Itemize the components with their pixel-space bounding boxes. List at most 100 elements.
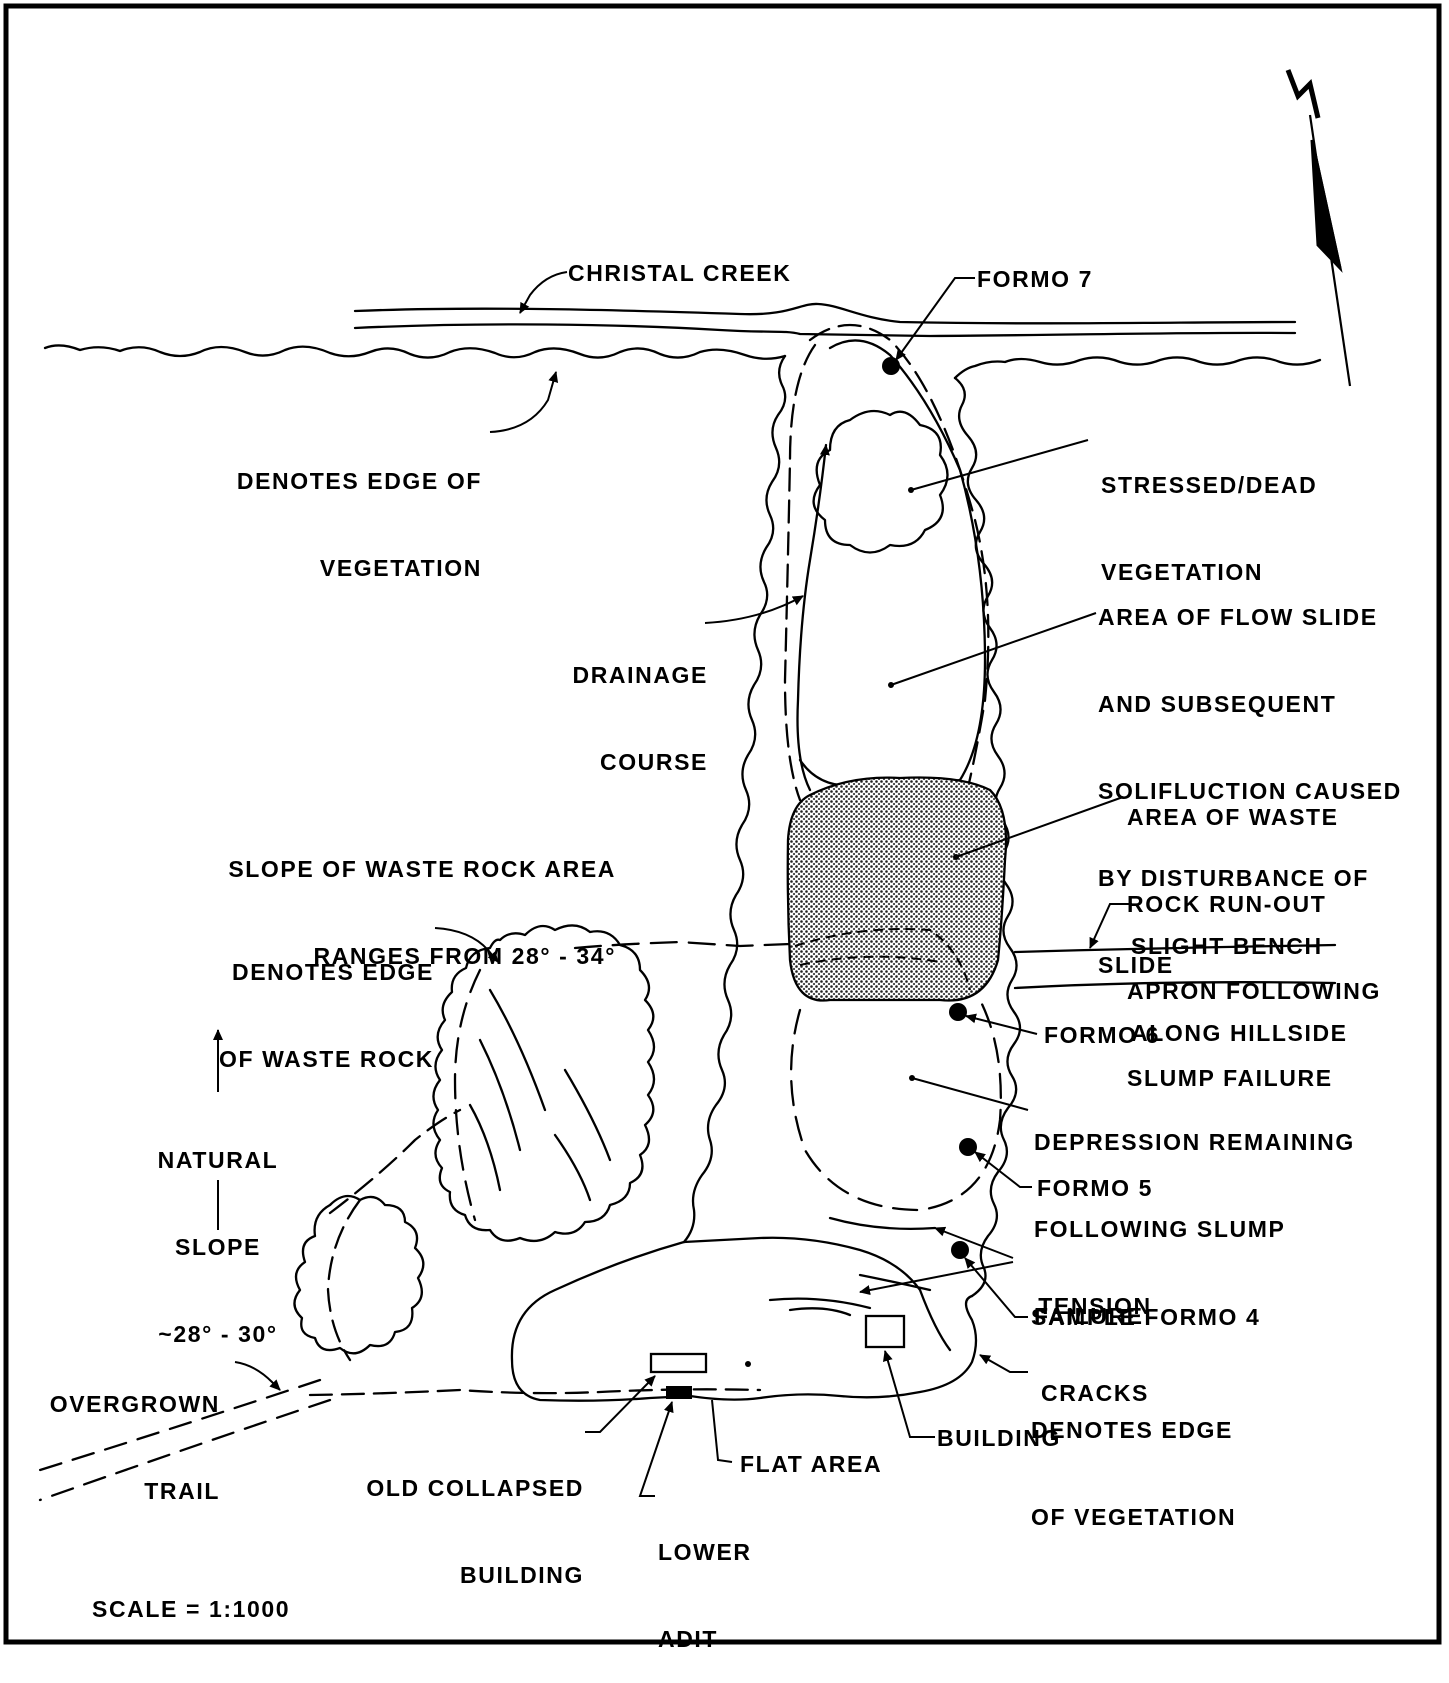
label-line: VEGETATION — [319, 555, 482, 581]
label-line: CRACKS — [1041, 1380, 1149, 1406]
leader-flat-area — [711, 1399, 733, 1463]
formo5-point — [959, 1138, 977, 1156]
disturbed-corridor-left — [682, 354, 787, 1244]
leader-stressed — [910, 439, 1089, 491]
leader-formo6 — [965, 1013, 1038, 1035]
label-flat-area: FLAT AREA — [740, 1451, 883, 1477]
label-line: OLD COLLAPSED — [366, 1475, 584, 1501]
leader-adit — [638, 1401, 674, 1497]
label-line: RANGES FROM 28° - 34° — [313, 943, 616, 969]
label-line: AREA OF WASTE — [1127, 804, 1339, 830]
striation — [468, 1103, 502, 1192]
label-christal-creek: CHRISTAL CREEK — [568, 260, 792, 286]
leader-old-building — [585, 1375, 656, 1433]
label-old-collapsed-building: OLD COLLAPSED BUILDING — [340, 1416, 584, 1619]
overgrown-trail-dashed — [38, 1398, 332, 1502]
label-line: FOLLOWING SLUMP — [1034, 1216, 1286, 1242]
label-line: FAILURE — [1034, 1303, 1144, 1329]
flat-area-outline — [510, 1240, 978, 1402]
label-line: APRON FOLLOWING — [1127, 978, 1381, 1004]
leader-christal-creek — [519, 271, 568, 314]
label-line: DENOTES EDGE — [1031, 1417, 1233, 1443]
leader-waste-edge — [434, 927, 499, 963]
lower-left-lobe-dashed — [326, 1198, 362, 1362]
flow-slide-area — [798, 339, 987, 788]
label-line: AREA OF FLOW SLIDE — [1098, 604, 1378, 630]
label-overgrown-trail: OVERGROWN TRAIL — [30, 1332, 220, 1535]
slide-boundary-dashed-left — [783, 343, 817, 802]
disturbed-corridor-right — [953, 376, 1022, 1298]
label-line: DENOTES EDGE — [232, 959, 434, 985]
overgrown-trail-dashed — [38, 1378, 322, 1472]
leader-formo4 — [964, 1257, 1028, 1318]
label-line: ADIT — [658, 1626, 719, 1652]
lower-left-lobe — [293, 1194, 425, 1355]
label-line: NATURAL — [157, 1147, 279, 1173]
old-collapsed-building — [649, 1352, 708, 1374]
waste-rock-edge-dashed — [573, 940, 792, 950]
label-line: STRESSED/DEAD — [1101, 472, 1318, 498]
stressed-vegetation-area — [812, 409, 949, 554]
label-natural-slope: NATURAL SLOPE ~28° - 30° — [138, 1088, 298, 1378]
label-line: DRAINAGE — [572, 662, 708, 688]
leader-trail — [234, 1361, 281, 1391]
bench-line-lower — [1013, 981, 1337, 990]
leader-drainage — [704, 595, 804, 624]
creek-line-upper — [353, 302, 1297, 325]
label-line: SLOPE — [175, 1234, 261, 1260]
label-vegetation-edge-bottom: DENOTES EDGE OF VEGETATION — [1031, 1358, 1236, 1561]
label-line: SLIGHT BENCH — [1131, 933, 1323, 959]
label-line: BUILDING — [460, 1562, 584, 1588]
label-scale: SCALE = 1:1000 — [92, 1596, 291, 1622]
striation — [563, 1068, 612, 1162]
label-line: SOLIFLUCTION CAUSED — [1098, 778, 1402, 804]
label-line: VEGETATION — [1101, 559, 1264, 585]
flat-area-point — [745, 1361, 751, 1367]
label-line: LOWER — [658, 1539, 752, 1565]
bench-line-upper — [1013, 943, 1337, 954]
formo6-point — [949, 1003, 967, 1021]
tension-crack — [828, 1216, 937, 1231]
label-drainage-course: DRAINAGE COURSE — [540, 603, 708, 806]
leader-building — [882, 1350, 935, 1438]
label-waste-rock-edge: DENOTES EDGE OF WASTE ROCK — [200, 900, 434, 1103]
north-arrow-icon — [1285, 69, 1352, 387]
label-lower-adit: LOWER ADIT — [658, 1480, 752, 1683]
leader-formo5 — [974, 1151, 1032, 1188]
label-depression: DEPRESSION REMAINING FOLLOWING SLUMP FAI… — [1034, 1070, 1355, 1360]
label-tension-cracks: TENSION CRACKS — [1020, 1234, 1170, 1437]
label-line: COURSE — [599, 749, 708, 775]
label-line: SLOPE OF WASTE ROCK AREA — [228, 856, 616, 882]
striation — [478, 1038, 522, 1152]
site-sketch-map — [3, 3, 1442, 1645]
leader-depression — [911, 1077, 1029, 1111]
label-waste-apron: AREA OF WASTE ROCK RUN-OUT APRON FOLLOWI… — [1127, 745, 1381, 1122]
leader-formo7 — [895, 277, 975, 361]
waste-rock-lobe-dashed — [453, 968, 482, 1222]
label-line: OVERGROWN — [49, 1391, 220, 1417]
label-formo5: FORMO 5 — [1037, 1175, 1153, 1201]
striation — [553, 1133, 592, 1202]
label-line: OF VEGETATION — [1031, 1504, 1237, 1530]
leader-apron — [955, 796, 1124, 858]
label-line: OF WASTE ROCK — [218, 1046, 434, 1072]
label-vegetation-edge-top: DENOTES EDGE OF VEGETATION — [200, 409, 482, 612]
label-line: TRAIL — [144, 1478, 220, 1504]
vegetation-edge-top-left — [43, 344, 787, 360]
striation — [488, 988, 547, 1112]
lower-adit — [666, 1386, 692, 1399]
formo4-point — [951, 1241, 969, 1259]
slide-boundary-dashed — [808, 323, 990, 802]
waste-rock-edge-dashed-lower — [328, 1108, 462, 1215]
label-line: ~28° - 30° — [158, 1321, 278, 1347]
tension-crack — [768, 1297, 872, 1310]
drainage-course — [796, 443, 830, 792]
apron-inner-dashed — [794, 928, 971, 991]
flat-area-dashed — [308, 1388, 762, 1397]
label-line: AND SUBSEQUENT — [1098, 691, 1337, 717]
creek-line-lower — [353, 323, 1297, 338]
label-line: SLUMP FAILURE — [1127, 1065, 1333, 1091]
label-line: DENOTES EDGE OF — [236, 468, 482, 494]
label-slight-bench: SLIGHT BENCH ALONG HILLSIDE — [1131, 874, 1348, 1077]
leader-veg-edge-top — [489, 371, 559, 433]
